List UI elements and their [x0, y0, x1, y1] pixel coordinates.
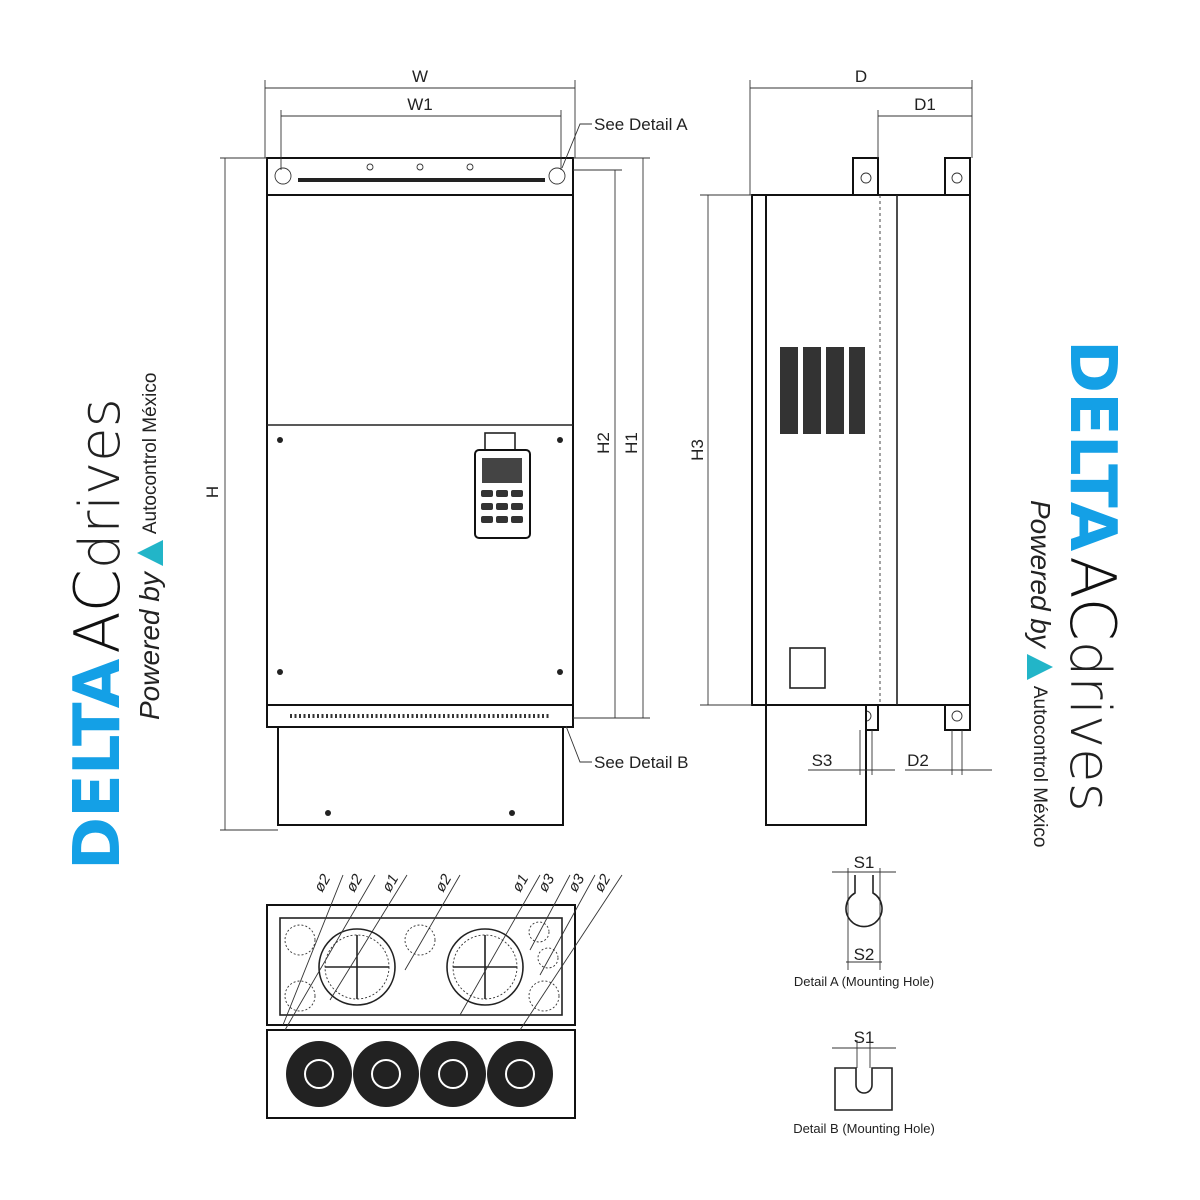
side-view	[751, 157, 971, 826]
dim-d: D	[855, 67, 867, 86]
watermark-right: DELTA AC drives	[1055, 340, 1129, 812]
autocontrol-logo-icon	[137, 540, 163, 567]
svg-text:ø3: ø3	[565, 871, 589, 895]
dim-h3: H3	[688, 439, 707, 461]
svg-text:ø1: ø1	[509, 871, 532, 895]
bottom-view-labels: ø2 ø2 ø1 ø2 ø1 ø3 ø3 ø2	[311, 871, 615, 895]
svg-text:ø2: ø2	[311, 871, 335, 895]
side-dimensions: D D1 H3 S3 D2	[688, 67, 992, 775]
front-view	[266, 157, 574, 826]
svg-text:S1: S1	[854, 853, 875, 872]
brand-ac: AC	[61, 569, 134, 654]
watermark-left: DELTA AC drives	[60, 350, 135, 870]
keypad	[474, 432, 531, 539]
svg-text:S2: S2	[854, 945, 875, 964]
brand-drives: drives	[68, 398, 133, 570]
dim-w1: W1	[407, 95, 433, 114]
detail-b: S1 Detail B (Mounting Hole)	[793, 1028, 935, 1136]
front-dimensions: W W1 H H2 H1 See Detail A See Detail B	[203, 67, 689, 831]
dim-h: H	[203, 486, 222, 498]
svg-text:ø2: ø2	[591, 871, 615, 895]
brand-delta: DELTA	[61, 659, 135, 870]
bottom-view: ø2 ø2 ø1 ø2 ø1 ø3 ø3 ø2	[266, 871, 623, 1119]
fans	[286, 1041, 553, 1107]
watermark-right-sub: Powered by Autocontrol México	[1025, 500, 1056, 848]
detail-a-caption: Detail A (Mounting Hole)	[794, 974, 934, 989]
callout-detail-b: See Detail B	[594, 753, 689, 772]
dim-d1: D1	[914, 95, 936, 114]
side-vents	[780, 347, 865, 434]
svg-text:ø1: ø1	[379, 871, 402, 895]
dim-h2: H2	[594, 432, 613, 454]
callout-detail-a: See Detail A	[594, 115, 688, 134]
detail-a: S1 S2 Detail A (Mounting Hole)	[794, 853, 934, 989]
detail-b-caption: Detail B (Mounting Hole)	[793, 1121, 935, 1136]
svg-text:ø3: ø3	[535, 871, 559, 895]
svg-text:ø2: ø2	[432, 871, 456, 895]
watermark-left-sub: Powered by Autocontrol México	[134, 372, 165, 720]
svg-text:S1: S1	[854, 1028, 875, 1047]
dim-s3: S3	[812, 751, 833, 770]
dim-h1: H1	[622, 432, 641, 454]
svg-text:ø2: ø2	[343, 871, 367, 895]
dim-w: W	[412, 67, 428, 86]
dim-d2: D2	[907, 751, 929, 770]
autocontrol-logo-icon	[1027, 653, 1053, 680]
